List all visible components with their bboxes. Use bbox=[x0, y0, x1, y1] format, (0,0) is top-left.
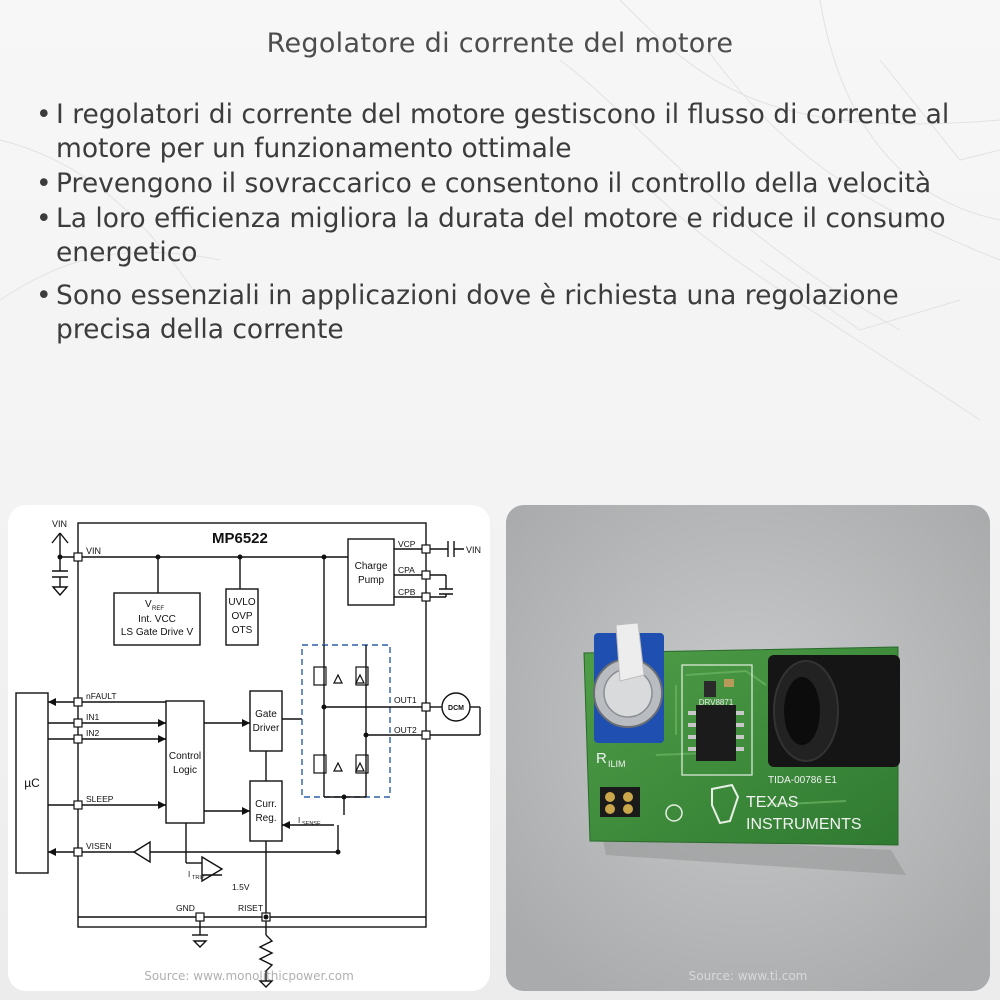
circuit-diagram: MP6522 VIN VIN V REF Int. VCC LS Gate Dr… bbox=[15, 519, 481, 988]
motor-label: DCM bbox=[448, 705, 464, 712]
pin-sleep: SLEEP bbox=[86, 794, 114, 804]
bullet-dot: • bbox=[36, 99, 52, 130]
itrip-subscript: TRIP bbox=[192, 875, 205, 881]
itrip-label: I bbox=[188, 870, 190, 879]
vin-pin-label: VIN bbox=[86, 546, 101, 556]
circuit-diagram-panel: MP6522 VIN VIN V REF Int. VCC LS Gate Dr… bbox=[8, 505, 490, 991]
bullet-item: • La loro efficienza migliora la durata … bbox=[34, 202, 974, 270]
charge-pump-line-2: Pump bbox=[358, 575, 385, 586]
gnd-label: GND bbox=[176, 903, 195, 913]
control-logic-line-2: Logic bbox=[173, 765, 197, 776]
photo-source: Source: www.ti.com bbox=[688, 969, 808, 983]
control-logic-line-1: Control bbox=[169, 751, 201, 762]
driver-chip bbox=[696, 705, 736, 761]
curr-reg-line-2: Reg. bbox=[255, 813, 276, 824]
bullet-dot: • bbox=[36, 168, 52, 199]
ti-brand-line-1: TEXAS bbox=[746, 794, 798, 811]
uvlo-label: UVLO bbox=[228, 597, 255, 608]
chip-name: MP6522 bbox=[212, 530, 268, 547]
vin-supply-label: VIN bbox=[52, 519, 67, 529]
pin-cpa: CPA bbox=[398, 565, 415, 575]
pin-vcp: VCP bbox=[398, 539, 416, 549]
curr-reg-line-1: Curr. bbox=[255, 799, 277, 810]
chip-marking: DRV8871 bbox=[699, 698, 734, 707]
bullet-text: Prevengono il sovraccarico e consentono … bbox=[56, 168, 932, 199]
header-pins bbox=[600, 787, 640, 817]
ti-brand-line-2: INSTRUMENTS bbox=[746, 816, 862, 833]
board-id: TIDA-00786 E1 bbox=[768, 775, 837, 786]
charge-pump-line-1: Charge bbox=[355, 561, 388, 572]
diagram-source: Source: www.monolithicpower.com bbox=[144, 969, 354, 983]
bullet-item: • I regolatori di corrente del motore ge… bbox=[34, 98, 974, 166]
rilim-subscript: ILIM bbox=[608, 759, 626, 769]
bullet-dot: • bbox=[36, 280, 52, 311]
ovp-label: OVP bbox=[231, 611, 252, 622]
vref-line-3: LS Gate Drive V bbox=[121, 627, 194, 638]
bullet-text: La loro efficienza migliora la durata de… bbox=[56, 203, 946, 268]
page-title: Regolatore di corrente del motore bbox=[266, 28, 734, 59]
bullet-text: Sono essenziali in applicazioni dove è r… bbox=[56, 280, 899, 345]
pin-out1: OUT1 bbox=[394, 695, 417, 705]
gate-driver-line-1: Gate bbox=[255, 709, 277, 720]
pin-in2: IN2 bbox=[86, 728, 100, 738]
pin-visen: VISEN bbox=[86, 841, 112, 851]
board-photo-panel: DRV8871 R ILIM TIDA-00786 E1 TEXAS INSTR… bbox=[506, 505, 990, 991]
bullet-item: • Prevengono il sovraccarico e consenton… bbox=[34, 167, 974, 201]
pin-out2: OUT2 bbox=[394, 725, 417, 735]
bullet-dot: • bbox=[36, 203, 52, 234]
pin-in1: IN1 bbox=[86, 712, 100, 722]
bullet-text: I regolatori di corrente del motore gest… bbox=[56, 99, 950, 164]
ti-logo bbox=[665, 783, 740, 825]
vref-line-2: Int. VCC bbox=[138, 614, 176, 625]
riset-label: RISET bbox=[238, 903, 263, 913]
isense-subscript: SENSE bbox=[302, 821, 321, 827]
vref-label: V bbox=[145, 599, 152, 610]
ots-label: OTS bbox=[232, 625, 253, 636]
gate-driver-line-2: Driver bbox=[253, 723, 280, 734]
vref-subscript: REF bbox=[152, 606, 164, 612]
pin-nfault: nFAULT bbox=[86, 691, 117, 701]
bullet-item: • Sono essenziali in applicazioni dove è… bbox=[34, 279, 974, 347]
pin-cpb: CPB bbox=[398, 587, 416, 597]
vin-right-label: VIN bbox=[466, 545, 481, 555]
ref-voltage-label: 1.5V bbox=[232, 882, 250, 892]
isense-label: I bbox=[298, 816, 300, 825]
background-decoration bbox=[0, 0, 1000, 421]
bullet-list: • I regolatori di corrente del motore ge… bbox=[34, 98, 974, 348]
mcu-label: µC bbox=[24, 776, 40, 790]
rilim-label: R bbox=[596, 750, 607, 767]
board-photo: DRV8871 R ILIM TIDA-00786 E1 TEXAS INSTR… bbox=[506, 505, 990, 991]
